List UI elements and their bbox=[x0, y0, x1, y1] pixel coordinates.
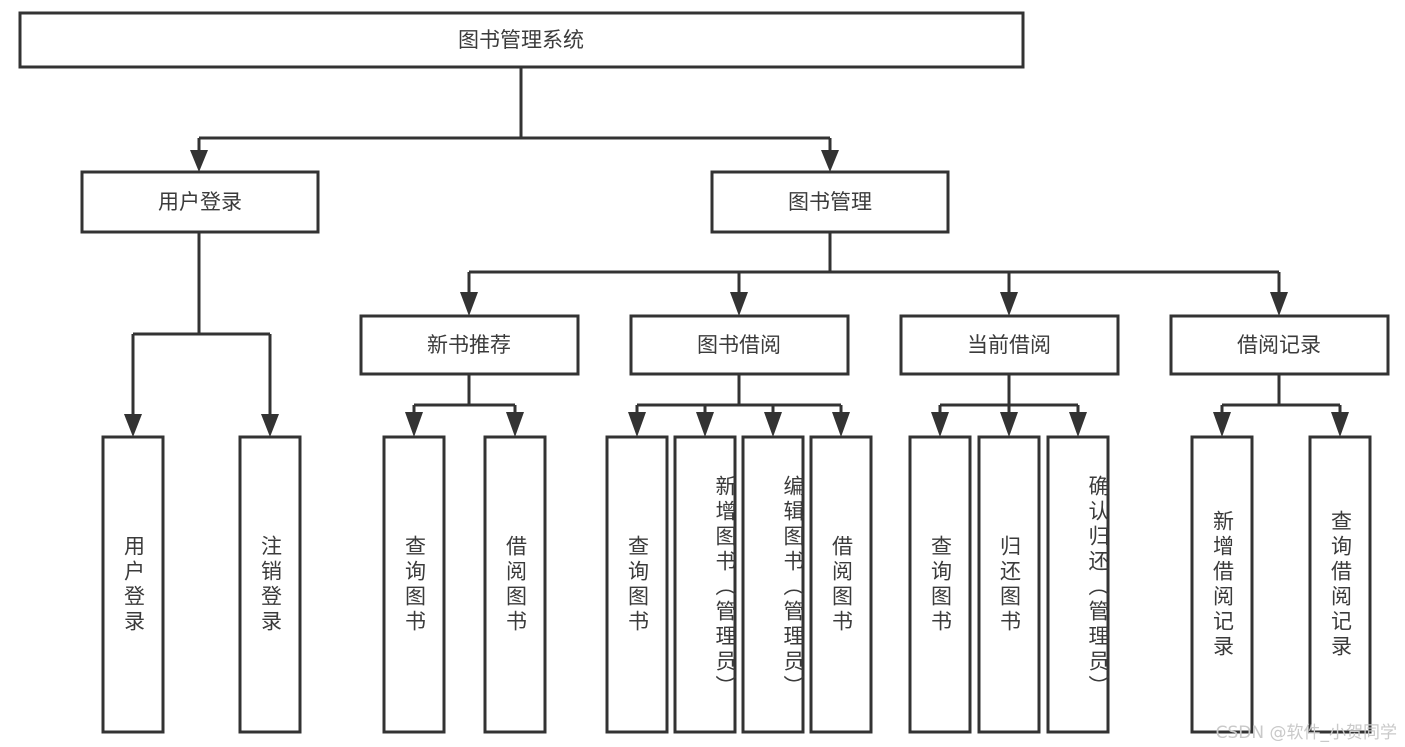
arrow-bookborrow-leaf-4 bbox=[832, 412, 850, 437]
connector-layer bbox=[124, 67, 1349, 437]
node-root-book-management-system[interactable] bbox=[18, 11, 1025, 69]
node-leaf-bookborrow-query-book[interactable] bbox=[605, 435, 669, 734]
arrow-bookmanage-to-currentborrow bbox=[1000, 292, 1018, 316]
node-leaf-borrowrecord-query-record[interactable] bbox=[1308, 435, 1372, 734]
node-user-login-label: 用户登录 bbox=[158, 190, 242, 214]
node-leaf-newbook-query-book[interactable] bbox=[382, 435, 446, 734]
node-leaf-currentborrow-confirm-return[interactable] bbox=[1046, 435, 1110, 734]
arrow-currentborrow-leaf-3 bbox=[1069, 412, 1087, 437]
node-new-book-recommend-label: 新书推荐 bbox=[427, 333, 511, 357]
node-current-borrow[interactable] bbox=[899, 314, 1120, 376]
node-borrow-record[interactable] bbox=[1169, 314, 1390, 376]
node-current-borrow-label: 当前借阅 bbox=[967, 333, 1051, 357]
node-user-login[interactable] bbox=[80, 170, 320, 234]
node-leaf-currentborrow-query-book[interactable] bbox=[908, 435, 972, 734]
node-leaf-newbook-borrow-book[interactable] bbox=[483, 435, 547, 734]
arrow-bookmanage-to-borrowrecord bbox=[1270, 292, 1288, 316]
arrow-newbook-leaf-1 bbox=[405, 412, 423, 437]
arrow-userlogin-leaf-1 bbox=[124, 414, 142, 437]
arrow-userlogin-leaf-2 bbox=[261, 414, 279, 437]
arrow-borrowrecord-leaf-2 bbox=[1331, 412, 1349, 437]
node-leaf-bookborrow-edit-book[interactable] bbox=[741, 435, 805, 734]
watermark-text: CSDN @软件_小贺同学 bbox=[1215, 723, 1397, 743]
arrow-bookborrow-leaf-3 bbox=[764, 412, 782, 437]
arrow-borrowrecord-leaf-1 bbox=[1213, 412, 1231, 437]
node-layer: 图书管理系统 用户登录 图书管理 新书推荐 图书借阅 当前借阅 借阅记录 bbox=[18, 11, 1390, 734]
node-new-book-recommend[interactable] bbox=[359, 314, 580, 376]
node-leaf-borrowrecord-add-record[interactable] bbox=[1190, 435, 1254, 734]
node-root-label: 图书管理系统 bbox=[458, 28, 584, 52]
arrow-bookmanage-to-bookborrow bbox=[730, 292, 748, 316]
node-book-management-label: 图书管理 bbox=[788, 190, 872, 214]
node-book-management[interactable] bbox=[710, 170, 950, 234]
node-book-borrow[interactable] bbox=[629, 314, 850, 376]
arrow-root-to-user-login bbox=[190, 150, 208, 172]
node-borrow-record-label: 借阅记录 bbox=[1237, 333, 1321, 357]
arrow-bookborrow-leaf-1 bbox=[628, 412, 646, 437]
arrow-currentborrow-leaf-2 bbox=[1000, 412, 1018, 437]
arrow-root-to-book-manage bbox=[821, 150, 839, 172]
node-leaf-currentborrow-return-book[interactable] bbox=[977, 435, 1041, 734]
node-book-borrow-label: 图书借阅 bbox=[697, 333, 781, 357]
arrow-newbook-leaf-2 bbox=[506, 412, 524, 437]
arrow-bookmanage-to-newbook bbox=[460, 292, 478, 316]
node-leaf-user-login-login[interactable] bbox=[101, 435, 165, 734]
arrow-bookborrow-leaf-2 bbox=[696, 412, 714, 437]
arrow-currentborrow-leaf-1 bbox=[931, 412, 949, 437]
node-leaf-bookborrow-borrow-book[interactable] bbox=[809, 435, 873, 734]
node-leaf-user-login-logout[interactable] bbox=[238, 435, 302, 734]
node-leaf-bookborrow-add-book[interactable] bbox=[673, 435, 737, 734]
